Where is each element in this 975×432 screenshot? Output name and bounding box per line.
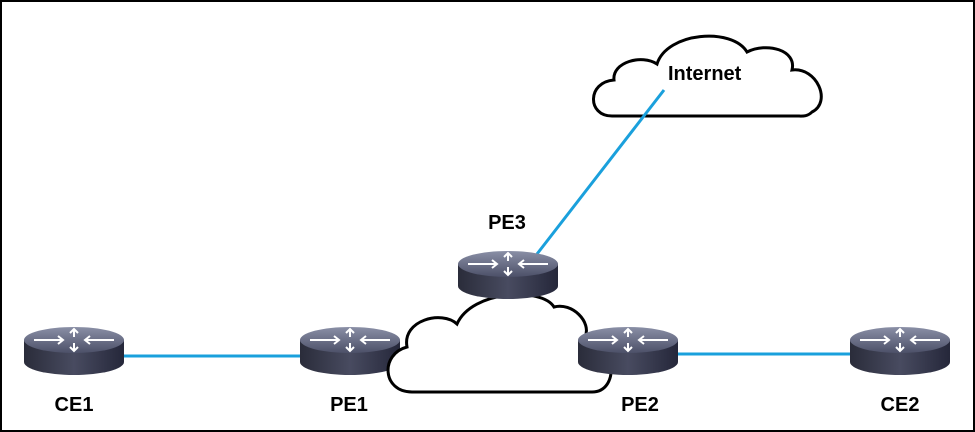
- pe1-label: PE1: [330, 394, 368, 416]
- router-ce1[interactable]: [23, 326, 125, 376]
- internet-cloud-icon: [592, 34, 823, 118]
- router-pe2[interactable]: [577, 326, 679, 376]
- router-pe3[interactable]: [457, 250, 559, 300]
- internet-label: Internet: [668, 63, 742, 85]
- pe2-label: PE2: [621, 394, 659, 416]
- core-cloud-icon: [386, 293, 613, 394]
- link-pe3-internet: [535, 89, 666, 255]
- ce2-label: CE2: [881, 394, 920, 416]
- router-pe1[interactable]: [299, 326, 401, 376]
- ce1-label: CE1: [55, 394, 94, 416]
- router-ce2[interactable]: [849, 326, 951, 376]
- pe3-label: PE3: [488, 212, 526, 234]
